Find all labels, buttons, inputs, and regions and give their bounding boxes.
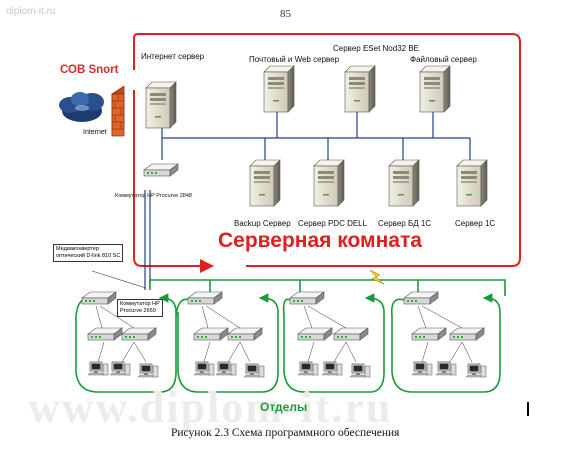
file-server-label: Файловый сервер — [410, 55, 477, 64]
dept-switch-icon — [87, 327, 123, 341]
workstation-icon — [193, 361, 215, 376]
dept-switch-icon — [297, 327, 333, 341]
printer-icon — [137, 363, 159, 378]
printer-icon — [349, 363, 371, 378]
firewall-icon — [111, 85, 125, 137]
dept-switch-icon — [193, 327, 229, 341]
departments-label: Отделы — [260, 400, 308, 414]
workstation-icon — [215, 361, 237, 376]
dept-switch-line1: Коммутатор HP — [120, 301, 160, 307]
dept-switch-icon — [187, 291, 223, 305]
server-1c-label: Сервер 1С — [455, 219, 496, 228]
core-switch-label: Коммутатор HP Procurve 2848 — [115, 193, 192, 199]
media-converter-pointer — [91, 270, 147, 289]
internet-cloud-icon — [59, 92, 104, 122]
wireless-link-icon — [369, 269, 385, 285]
printer-icon — [465, 363, 487, 378]
mail-web-server-label: Почтовый и Web сервер — [249, 55, 340, 64]
printer-icon — [243, 363, 265, 378]
backup-server-icon — [249, 159, 281, 207]
dept-switch-icon — [411, 327, 447, 341]
workstation-icon — [411, 361, 433, 376]
server-links — [144, 112, 471, 290]
core-switch-icon — [143, 163, 179, 177]
department-3 — [289, 291, 371, 378]
internet-server-label: Интернет сервер — [141, 52, 205, 61]
figure-caption: Рисунок 2.3 Схема программного обеспечен… — [171, 427, 400, 439]
workstation-icon — [321, 361, 343, 376]
db-server-label: Сервер БД 1С — [378, 219, 432, 228]
backup-server-label: Backup Сервер — [234, 219, 291, 228]
dept-switch-icon — [403, 291, 439, 305]
dept-switch-icon — [121, 327, 157, 341]
mail-web-server-icon — [263, 65, 295, 113]
dept-switch-icon — [227, 327, 263, 341]
dept-switch-label: Коммутатор HP Procurve 2650 — [117, 299, 163, 317]
watermark-big: www.diplom-it.ru — [28, 383, 393, 432]
eset-server-icon — [344, 65, 376, 113]
ids-label: СОВ Snort — [60, 64, 119, 76]
department-1 — [81, 291, 159, 378]
department-2 — [187, 291, 265, 378]
pdc-server-icon — [313, 159, 345, 207]
server-room-title: Серверная комната — [218, 229, 422, 252]
eset-server-label: Сервер ESet Nod32 BE — [333, 44, 419, 53]
file-server-icon — [419, 65, 451, 113]
dept-switch-line2: Procurve 2650 — [120, 308, 156, 314]
workstation-icon — [297, 361, 319, 376]
pdc-server-label: Сервер PDC DELL — [298, 219, 368, 228]
server-1c-icon — [456, 159, 488, 207]
workstation-icon — [87, 361, 109, 376]
media-converter-label: Медиаконвертер оптический D-link 810 SC — [53, 244, 124, 262]
db-server-icon — [388, 159, 420, 207]
page-number: 85 — [280, 8, 291, 20]
department-4 — [403, 291, 487, 378]
server-room-frame — [133, 33, 521, 273]
media-converter-line2: оптический D-link 810 SC — [56, 253, 121, 259]
text-cursor — [527, 402, 529, 416]
media-converter-line1: Медиаконвертер — [56, 246, 99, 252]
dept-switch-icon — [289, 291, 325, 305]
workstation-icon — [109, 361, 131, 376]
internet-server-icon — [145, 81, 177, 129]
workstation-icon — [435, 361, 457, 376]
dept-switch-icon — [333, 327, 369, 341]
watermark-top: diplom-it.ru — [6, 6, 56, 17]
dept-switch-icon — [449, 327, 485, 341]
dept-switch-icon — [81, 291, 117, 305]
internet-label: Internet — [83, 129, 107, 136]
